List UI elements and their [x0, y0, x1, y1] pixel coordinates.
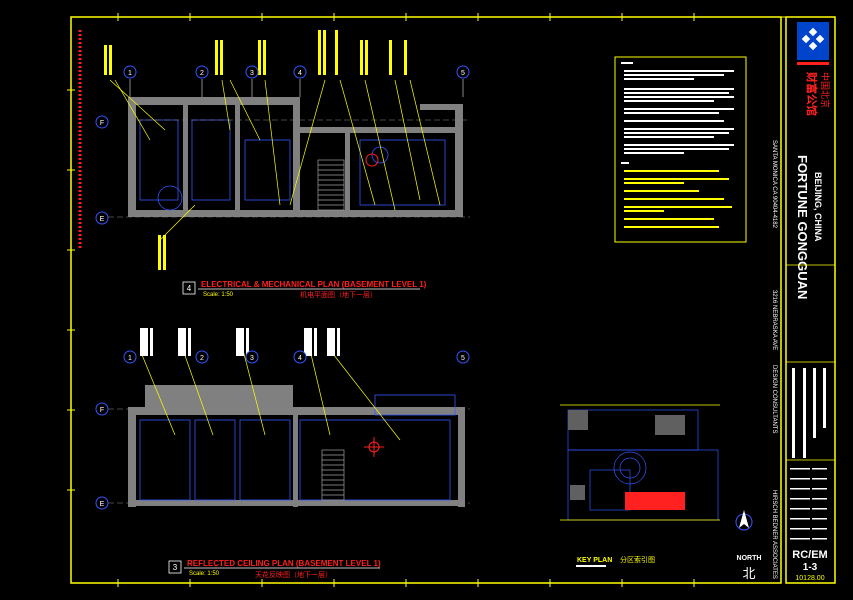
key-plan: KEY PLAN 分区索引图 — [560, 404, 720, 567]
job-number: 10128.00 — [795, 575, 824, 582]
grid-label-5: 5 — [461, 70, 465, 77]
plan-4-grid-bubbles — [95, 65, 470, 225]
grid-label-f: F — [100, 120, 104, 127]
plan-4-title-block: 4 ELECTRICAL & MECHANICAL PLAN (BASEMENT… — [182, 280, 427, 299]
plan-3-title: REFLECTED CEILING PLAN (BASEMENT LEVEL 1… — [187, 559, 381, 568]
firm-name: HIRSCH BEDNER ASSOCIATES — [771, 490, 777, 579]
plan-4-number: 4 — [187, 284, 192, 293]
sheet-code: RC/EM — [792, 549, 827, 561]
plan-3-drawing — [108, 328, 470, 507]
plan-4-title: ELECTRICAL & MECHANICAL PLAN (BASEMENT L… — [201, 280, 427, 289]
grid-label-2: 2 — [200, 355, 204, 362]
grid-label-2: 2 — [200, 70, 204, 77]
grid-label-3: 3 — [250, 355, 254, 362]
title-block-frame — [785, 16, 836, 584]
location: BEIJING, CHINA — [813, 172, 823, 242]
firm-address: 3216 NEBRASKA AVE — [771, 290, 777, 350]
grid-label-4: 4 — [298, 70, 302, 77]
grid-label-e: E — [100, 216, 105, 223]
grid-label-5: 5 — [461, 355, 465, 362]
plan-4-drawing — [104, 30, 470, 270]
key-plan-title: KEY PLAN — [577, 557, 612, 564]
grid-label-1: 1 — [128, 355, 132, 362]
plan-3-number: 3 — [173, 563, 178, 572]
plan-3-scale: Scale: 1:50 — [189, 571, 220, 577]
grid-label-1: 1 — [128, 70, 132, 77]
north-arrow: NORTH 北 — [735, 510, 762, 581]
plan-3-grid-labels: 1 2 3 4 5 F E — [100, 355, 465, 508]
grid-label-4: 4 — [298, 355, 302, 362]
ruler-ticks — [67, 13, 695, 587]
project-name-cn: 财富公馆 — [805, 71, 819, 116]
plan-4-grid-labels: 1 2 3 4 5 F E — [100, 70, 465, 223]
plan-3-title-block: 3 REFLECTED CEILING PLAN (BASEMENT LEVEL… — [168, 559, 381, 579]
firm-consultants: DESIGN CONSULTANTS — [771, 365, 777, 433]
grid-label-3: 3 — [250, 70, 254, 77]
sheet-number: 1-3 — [803, 562, 818, 573]
key-plan-title-cn: 分区索引图 — [620, 555, 655, 564]
plan-3-grid-bubbles — [95, 350, 470, 510]
firm-city: SANTA MONICA CA 90404-4182 — [771, 140, 777, 229]
firm-strip: HIRSCH BEDNER ASSOCIATES DESIGN CONSULTA… — [771, 30, 782, 580]
plan-4-scale: Scale: 1:50 — [203, 292, 234, 298]
location-cn: 中国北京 — [820, 72, 831, 108]
grid-label-e: E — [100, 501, 105, 508]
plan-3-title-cn: 天花反映图（地下一层） — [255, 570, 332, 579]
project-name: FORTUNE GONGGUAN — [795, 155, 810, 299]
title-block: 财富公馆 中国北京 FORTUNE GONGGUAN BEIJING, CHIN… — [786, 22, 835, 582]
grid-label-f: F — [100, 407, 104, 414]
plan-4-title-cn: 机电平面图（地下一层） — [300, 290, 377, 299]
north-label: NORTH — [737, 555, 762, 562]
notes-box — [614, 56, 747, 243]
north-label-cn: 北 — [742, 566, 755, 581]
